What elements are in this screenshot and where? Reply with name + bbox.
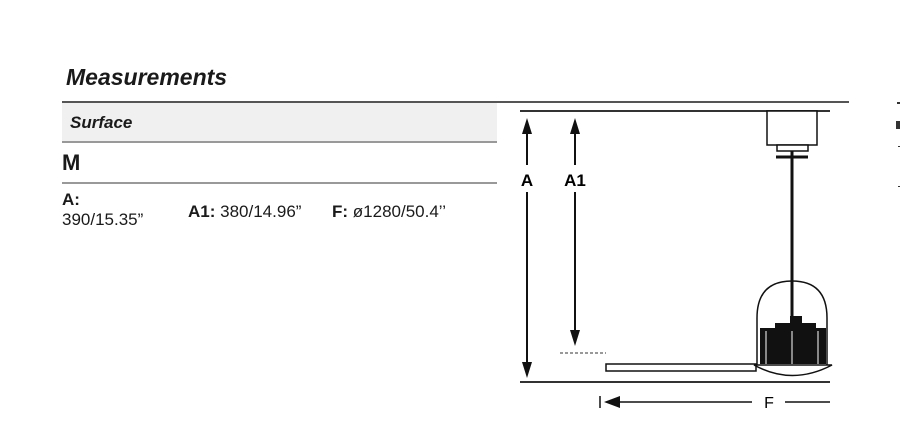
dimension-f: F: ø1280/50.4’’ bbox=[332, 202, 446, 222]
edge-fragment bbox=[896, 102, 900, 187]
dimension-value: 380/14.96” bbox=[220, 202, 302, 221]
section-title: Surface bbox=[70, 113, 133, 132]
ceiling-fan-icon bbox=[605, 110, 833, 377]
arrow-a bbox=[522, 118, 532, 378]
dimension-label: F: bbox=[332, 202, 349, 221]
size-label: M bbox=[62, 150, 81, 175]
arrow-a1 bbox=[570, 118, 580, 346]
dimension-label: A1: bbox=[188, 202, 216, 221]
dimension-value: ø1280/50.4’’ bbox=[352, 202, 447, 221]
dimension-value: 390/15.35” bbox=[62, 210, 144, 229]
label-a: A bbox=[521, 171, 533, 190]
dimension-a: A:390/15.35” bbox=[62, 190, 143, 230]
arrow-f bbox=[599, 396, 830, 408]
label-f: F bbox=[764, 395, 774, 412]
label-a1: A1 bbox=[564, 171, 586, 190]
page-title: Measurements bbox=[66, 64, 228, 90]
dimension-label: A: bbox=[62, 190, 80, 209]
section-header: Surface bbox=[62, 103, 497, 143]
divider bbox=[62, 182, 497, 184]
dimension-a1: A1: 380/14.96” bbox=[188, 202, 301, 222]
divider bbox=[62, 101, 849, 103]
